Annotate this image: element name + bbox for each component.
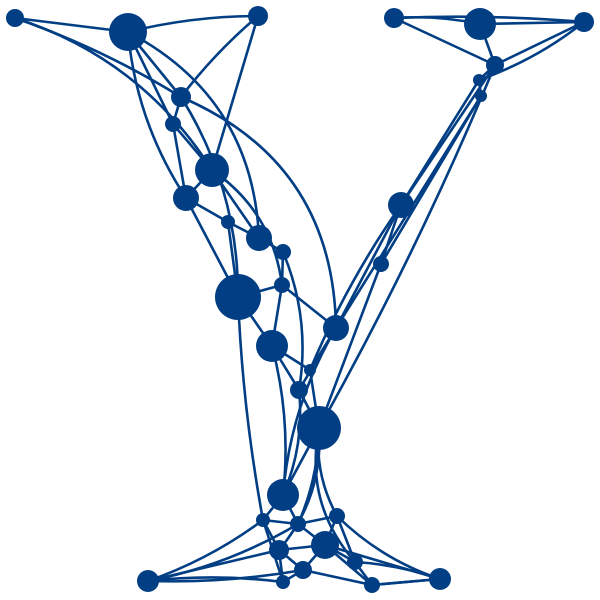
edge-D-O <box>179 95 338 330</box>
edge-J-Q <box>281 250 304 392</box>
edge-l-d <box>335 514 442 581</box>
node-f <box>311 531 339 559</box>
edge-B-G <box>126 30 188 200</box>
node-R <box>297 406 341 450</box>
node-Z <box>373 256 389 272</box>
edge-D-L <box>179 95 240 299</box>
edge-L-b <box>236 295 265 522</box>
node-J <box>275 244 291 260</box>
node-e <box>269 540 289 560</box>
node-k <box>137 570 159 592</box>
node-V <box>486 56 504 74</box>
edge-Y-P <box>308 203 403 372</box>
node-W <box>473 74 485 86</box>
edge-C-F <box>210 14 260 172</box>
edge-V-R <box>317 63 497 430</box>
edge-C-D <box>179 14 260 99</box>
node-h <box>347 554 363 570</box>
node-H <box>221 215 235 229</box>
node-D <box>171 87 191 107</box>
edge-k-i <box>146 576 285 584</box>
edge-k-g <box>146 568 305 583</box>
node-L <box>215 274 261 320</box>
node-F <box>195 153 229 187</box>
node-C <box>248 6 268 26</box>
node-b <box>256 513 270 527</box>
edge-layer <box>13 14 586 587</box>
edge-A-F <box>13 16 214 172</box>
node-P <box>304 364 316 376</box>
edge-k-b <box>146 518 265 583</box>
node-G <box>173 185 199 211</box>
node-j <box>364 577 380 593</box>
node-c <box>290 516 306 532</box>
node-a <box>267 479 299 511</box>
node-i <box>276 575 290 589</box>
edge-M-a <box>270 344 287 497</box>
node-B <box>109 13 147 51</box>
node-I <box>246 225 272 251</box>
node-M <box>256 330 288 362</box>
node-Y <box>388 192 414 218</box>
node-Q <box>290 381 308 399</box>
node-A <box>6 9 24 27</box>
node-O <box>323 315 349 341</box>
node-X <box>475 90 487 102</box>
node-T <box>464 8 496 40</box>
edge-S-V <box>392 16 497 67</box>
edge-U-V <box>493 20 586 67</box>
node-d <box>329 508 345 524</box>
node-S <box>384 8 404 28</box>
edge-B-C <box>126 14 260 34</box>
node-g <box>294 561 312 579</box>
edge-Y-O <box>334 203 403 330</box>
node-K <box>274 277 290 293</box>
node-l <box>429 568 451 590</box>
edge-k-c <box>146 522 300 583</box>
edge-B-I <box>126 30 261 240</box>
node-layer <box>6 6 594 593</box>
node-E <box>165 116 181 132</box>
edge-A-D <box>13 16 183 99</box>
node-U <box>574 12 594 32</box>
edge-W-Y <box>399 78 481 207</box>
